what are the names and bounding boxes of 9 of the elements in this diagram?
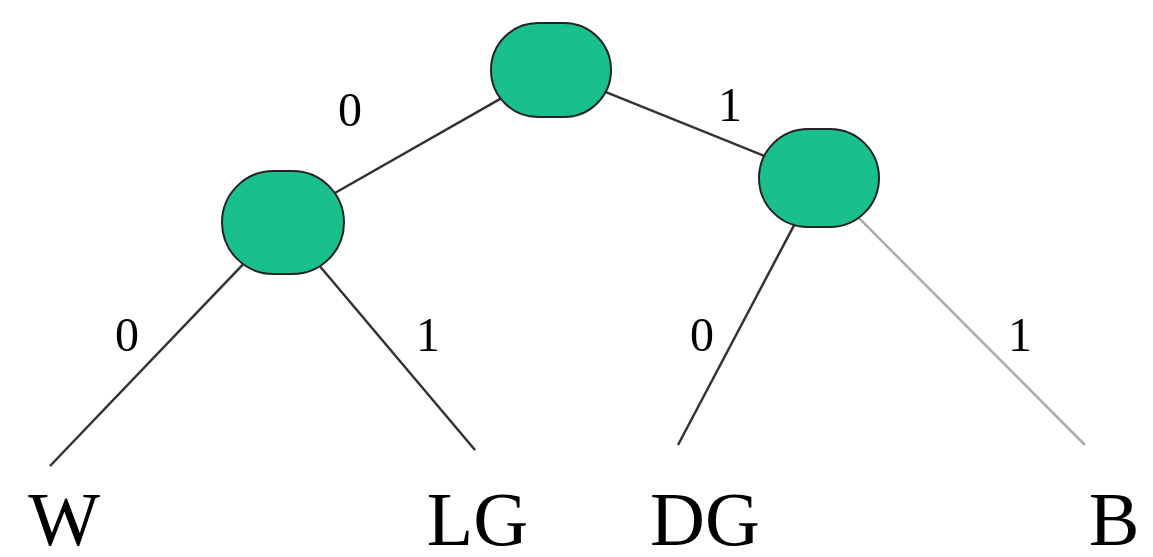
connector-line [604,90,765,158]
leaf-label: DG [650,481,760,557]
connector-line [318,264,476,451]
leaf-label: B [1088,481,1140,557]
connector-line [49,262,245,467]
leaf-label: LG [426,481,529,557]
connector-line [333,97,503,195]
connector-line [856,215,1086,446]
leaf-label: W [28,481,100,557]
